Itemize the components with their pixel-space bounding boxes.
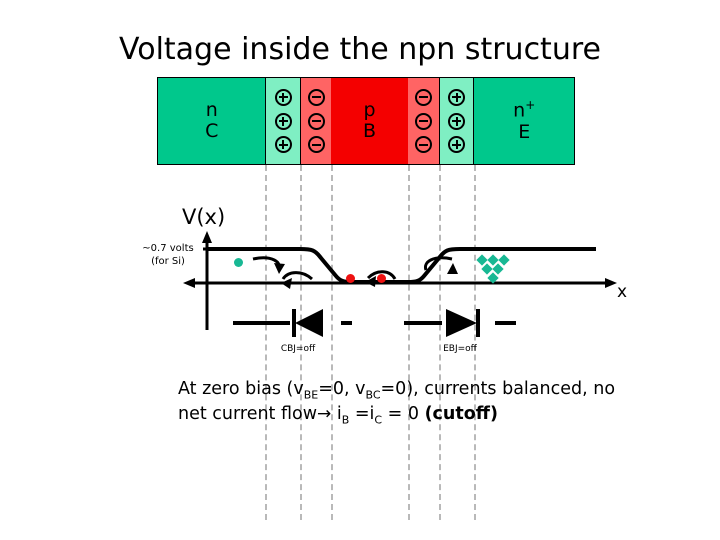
barrier-voltage-line1: ~0.7 volts — [142, 243, 194, 254]
region-label-emitter: n+ E — [474, 78, 574, 164]
x-axis — [183, 278, 617, 288]
negative-charge-icon — [414, 88, 432, 106]
caption-line1: At zero bias (vBE=0, vBC=0), currents — [178, 379, 497, 402]
guide-line-cb-junction — [300, 165, 302, 520]
negative-charge-icon — [307, 112, 325, 130]
charge-stack-positive-cb — [266, 78, 300, 164]
positive-charge-icon — [274, 112, 292, 130]
guide-line-eb-junction — [439, 165, 441, 520]
region-label-base-bottom: B — [362, 120, 376, 142]
guide-line-eb-depletion-left — [408, 165, 410, 520]
cbj-diode-symbol — [233, 309, 352, 337]
region-label-emitter-bottom: E — [518, 120, 531, 143]
page-title: Voltage inside the npn structure — [119, 32, 601, 67]
x-axis-label: x — [617, 282, 628, 302]
caption-line3: 0 (cutoff) — [407, 403, 498, 424]
positive-charge-icon — [274, 88, 292, 106]
negative-charge-icon — [414, 136, 432, 154]
region-label-collector: n C — [158, 78, 265, 164]
charge-stack-negative-eb — [408, 78, 439, 164]
v-axis-label: V(x) — [182, 205, 226, 229]
region-collector-depletion-positive — [265, 78, 301, 164]
region-base-depletion-negative-cb — [300, 78, 332, 164]
region-base-p: p B — [331, 78, 408, 164]
region-label-collector-top: n — [205, 98, 218, 121]
positive-charge-icon — [274, 136, 292, 154]
region-label-base-top: p — [363, 98, 376, 121]
cbj-diode-label: CBJ=off — [280, 344, 316, 354]
negative-charge-icon — [307, 88, 325, 106]
electron-carrier-dot — [234, 258, 243, 267]
arrow-base-hole-left — [281, 271, 314, 281]
barrier-voltage-label: ~0.7 volts (for Si) — [130, 243, 206, 268]
region-label-base: p B — [331, 78, 408, 164]
right-arrow-icon: → — [317, 403, 332, 424]
npn-structure-bar: n C p B — [157, 77, 575, 165]
positive-charge-icon — [448, 112, 466, 130]
region-label-emitter-superscript: + — [525, 98, 536, 113]
hole-carrier-dot — [377, 274, 386, 283]
region-emitter-depletion-positive — [438, 78, 474, 164]
ebj-diode-label: EBJ=off — [443, 344, 477, 354]
charge-stack-negative-cb — [301, 78, 331, 164]
guide-line-eb-depletion-right — [474, 165, 476, 520]
region-label-emitter-top: n+ — [513, 98, 536, 122]
positive-charge-icon — [448, 136, 466, 154]
region-collector-n: n C — [158, 78, 266, 164]
ebj-diode-symbol — [404, 309, 516, 337]
negative-charge-icon — [307, 136, 325, 154]
guide-line-cb-depletion-left — [265, 165, 267, 520]
region-base-depletion-negative-eb — [407, 78, 439, 164]
caption-text: At zero bias (vBE=0, vBC=0), currents ba… — [178, 378, 626, 428]
barrier-voltage-line2: (for Si) — [151, 255, 185, 267]
charge-stack-positive-eb — [440, 78, 474, 164]
hole-carrier-dot — [346, 274, 355, 283]
caption-line2: balanced, no net current flow→ iB =iC = — [178, 379, 616, 427]
electron-cluster-diamond — [498, 254, 510, 266]
negative-charge-icon — [414, 112, 432, 130]
region-label-collector-bottom: C — [205, 120, 219, 142]
region-emitter-n-plus: n+ E — [473, 78, 574, 164]
positive-charge-icon — [448, 88, 466, 106]
guide-line-cb-depletion-right — [331, 165, 333, 520]
